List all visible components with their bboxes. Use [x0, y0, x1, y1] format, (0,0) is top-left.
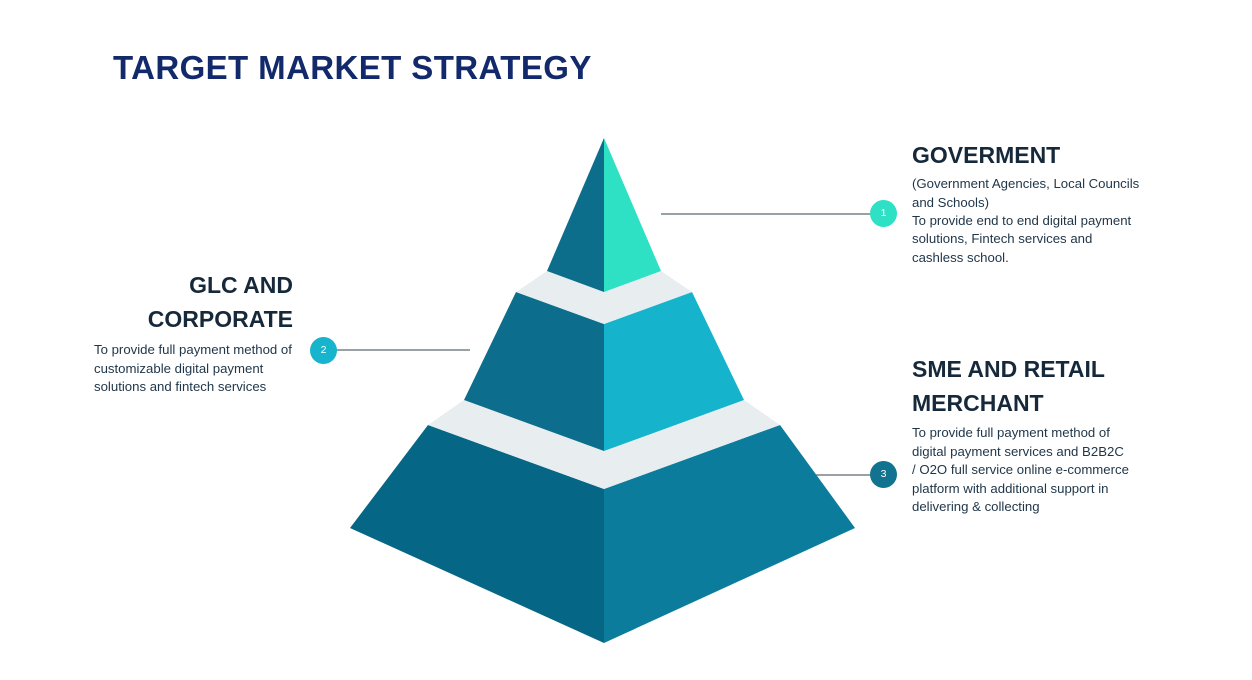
callout-government: GOVERMENT (Government Agencies, Local Co… [912, 138, 1144, 267]
badge-number-3[interactable]: 3 [870, 461, 897, 488]
tier2-right-face [604, 292, 744, 451]
tier3-right-face [604, 425, 855, 643]
page-title: TARGET MARKET STRATEGY [113, 49, 592, 86]
callout-government-body: (Government Agencies, Local Councils and… [912, 176, 1140, 265]
tier1-right-face [604, 138, 661, 292]
tier2-left-face [464, 292, 604, 451]
callout-government-heading: GOVERMENT [912, 142, 1061, 168]
callout-sme-retail: SME AND RETAIL MERCHANT To provide full … [912, 352, 1130, 516]
badge-number-2[interactable]: 2 [310, 337, 337, 364]
separator-band-upper [516, 271, 692, 324]
callout-glc-corporate: GLC AND CORPORATE To provide full paymen… [60, 268, 293, 397]
tier3-left-face [350, 425, 604, 643]
separator-band-lower [428, 400, 780, 489]
callout-sme-retail-body: To provide full payment method of digita… [912, 425, 1129, 514]
callout-glc-corporate-heading: GLC AND CORPORATE [147, 272, 293, 333]
callout-glc-corporate-body: To provide full payment method of custom… [94, 342, 292, 395]
tier1-left-face [547, 138, 604, 292]
badge-number-1[interactable]: 1 [870, 200, 897, 227]
callout-sme-retail-heading: SME AND RETAIL MERCHANT [912, 356, 1105, 417]
